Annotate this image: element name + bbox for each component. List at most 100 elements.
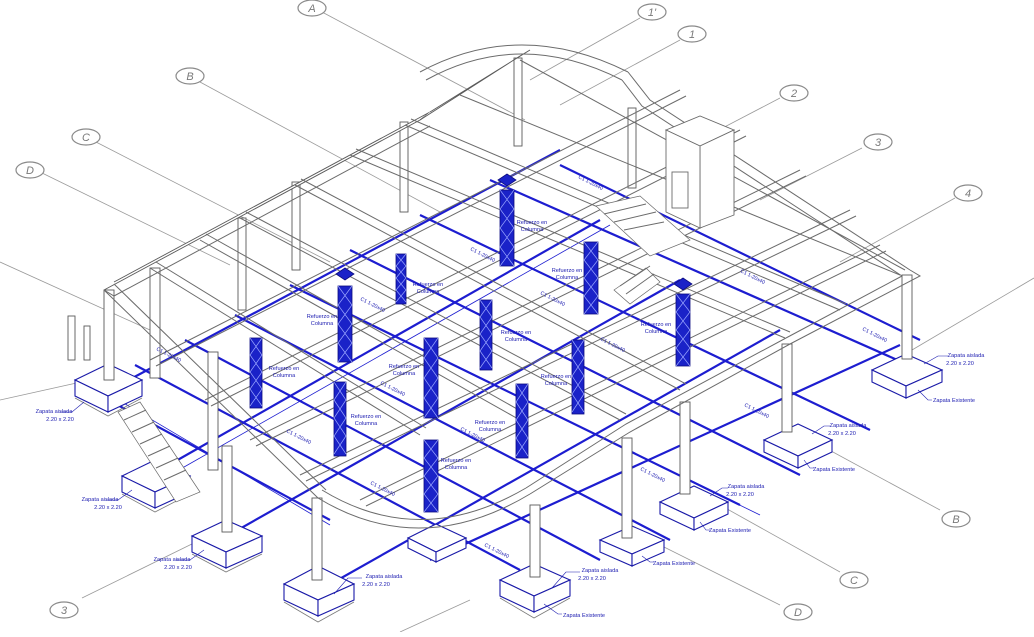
callout-reinf-1-line2: Columna	[521, 227, 544, 233]
callout-existing-4: Zapata Existente	[641, 555, 695, 567]
callout-footing-1: Zapata aislada 2.20 x 2.20	[36, 401, 85, 423]
callout-reinf-1-line1: Refuerzo en	[517, 220, 547, 226]
grid-bubble-1: 1	[677, 25, 707, 43]
callout-reinf-1: Refuerzo en Columna	[517, 220, 547, 233]
reinforcement-11	[395, 253, 407, 305]
callout-footing-2-line2: 2.20 x 2.20	[94, 505, 122, 511]
callout-existing-5: Zapata Existente	[543, 603, 605, 619]
grid-label-2: 2	[790, 88, 797, 100]
beam-tag-4: C1 1-20x40	[743, 402, 770, 420]
grid-label-1: 1	[689, 29, 695, 41]
column-reinforcements	[249, 173, 693, 513]
reinforcement-12	[423, 439, 439, 513]
callout-reinf-2: Refuerzo en Columna	[552, 268, 582, 281]
reinforcement-2	[423, 337, 439, 419]
callout-footing-1-line2: 2.20 x 2.20	[46, 417, 74, 423]
callout-reinf-7-line2: Columna	[393, 371, 416, 377]
footing-6	[598, 525, 666, 567]
grid-bubble-2: 2	[779, 84, 809, 102]
reinforcement-5	[673, 277, 693, 367]
grid-label-bottom-3: 3	[61, 605, 68, 617]
callout-existing-2-text: Zapata Existente	[813, 467, 855, 473]
callout-footing-7: Zapata aislada 2.20 x 2.20	[811, 423, 867, 437]
callout-reinf-7: Refuerzo en Columna	[389, 364, 419, 377]
grid-label-4: 4	[965, 188, 971, 200]
callout-reinf-8-line1: Refuerzo en	[269, 366, 299, 372]
callout-footing-8-line2: 2.20 x 2.20	[946, 361, 974, 367]
callout-reinf-11-line1: Refuerzo en	[475, 420, 505, 426]
callout-footing-3-line2: 2.20 x 2.20	[164, 565, 192, 571]
callout-footing-5-line1: Zapata aislada	[582, 568, 620, 574]
grid-label-a: A	[307, 3, 315, 15]
grid-bubble-bottom-3: 3	[49, 601, 79, 619]
footing-9	[870, 353, 944, 399]
beam-tag-14: C1 1-20x40	[359, 296, 386, 314]
callout-footing-3-line1: Zapata aislada	[154, 557, 192, 563]
callout-reinf-6: Refuerzo en Columna	[641, 322, 671, 335]
reinforcement-7	[333, 381, 347, 457]
callout-footing-4: Zapata aislada 2.20 x 2.20	[333, 574, 404, 595]
callout-existing-3-text: Zapata Existente	[709, 528, 751, 534]
callout-reinf-10-line1: Refuerzo en	[351, 414, 381, 420]
callout-footing-4-line1: Zapata aislada	[366, 574, 404, 580]
reinforcement-8	[479, 299, 493, 371]
callout-reinf-6-line2: Columna	[645, 329, 668, 335]
callout-reinf-12-line1: Refuerzo en	[441, 458, 471, 464]
callout-footing-2: Zapata aislada 2.20 x 2.20	[82, 489, 133, 511]
grid-bubble-right-d: D	[783, 603, 813, 621]
grid-label-d: D	[26, 165, 34, 177]
grid-bubble-3: 3	[863, 133, 893, 151]
reinforcement-9	[515, 383, 529, 459]
callout-reinf-4: Refuerzo en Columna	[307, 314, 337, 327]
grid-lines	[0, 11, 1034, 633]
beam-tag-6: C1 1-20x40	[285, 428, 312, 446]
grid-label-right-b: B	[952, 514, 959, 526]
callout-footing-7-line2: 2.20 x 2.20	[828, 431, 856, 437]
callout-reinf-3-line1: Refuerzo en	[413, 282, 443, 288]
callout-reinf-8-line2: Columna	[273, 373, 296, 379]
grid-bubble-right-c: C	[839, 571, 869, 589]
footings	[73, 353, 944, 623]
callout-footing-6-line2: 2.20 x 2.20	[726, 492, 754, 498]
callout-existing-1: Zapata Existente	[917, 389, 975, 404]
callout-reinf-4-line2: Columna	[311, 321, 334, 327]
reinforcement-3	[497, 173, 517, 267]
beam-tag-5: C1 1-20x40	[639, 466, 666, 484]
callout-reinf-9-line2: Columna	[545, 381, 568, 387]
callout-footing-5-line2: 2.20 x 2.20	[578, 576, 606, 582]
footing-7	[658, 485, 730, 531]
callout-footing-6-line1: Zapata aislada	[728, 484, 766, 490]
grid-bubbles: A B C D 1' 1 2 3	[15, 0, 983, 621]
callout-footing-6: Zapata aislada 2.20 x 2.20	[709, 484, 766, 498]
grid-label-c: C	[82, 132, 90, 144]
reinforcement-1	[335, 267, 355, 363]
beam-tag-7: C1 1-20x40	[369, 480, 396, 498]
callout-reinf-9-line1: Refuerzo en	[541, 374, 571, 380]
callout-footing-8: Zapata aislada 2.20 x 2.20	[923, 353, 985, 367]
beam-tag-11: C1 1-20x40	[599, 336, 626, 354]
callout-reinf-10-line2: Columna	[355, 421, 378, 427]
footing-5	[498, 563, 572, 619]
callout-reinf-11-line2: Columna	[479, 427, 502, 433]
stairs	[117, 195, 691, 503]
grid-bubble-1prime: 1'	[637, 3, 667, 21]
callout-existing-1-text: Zapata Existente	[933, 398, 975, 404]
callout-reinf-12: Refuerzo en Columna	[441, 458, 471, 471]
callout-reinf-3: Refuerzo en Columna	[413, 282, 443, 295]
grid-bubble-4: 4	[953, 184, 983, 202]
callout-footing-5: Zapata aislada 2.20 x 2.20	[551, 568, 620, 589]
callout-footing-4-line2: 2.20 x 2.20	[362, 582, 390, 588]
reinforcement-6	[249, 337, 263, 409]
grid-bubble-right-b: B	[941, 510, 971, 528]
callout-reinf-7-line1: Refuerzo en	[389, 364, 419, 370]
callout-reinf-12-line2: Columna	[445, 465, 468, 471]
callout-existing-2: Zapata Existente	[803, 459, 855, 473]
grid-bubble-d: D	[15, 161, 45, 179]
callout-reinf-3-line2: Columna	[417, 289, 440, 295]
stair-room	[664, 115, 736, 229]
callout-reinf-10: Refuerzo en Columna	[351, 414, 381, 427]
callout-footing-2-line1: Zapata aislada	[82, 497, 120, 503]
callout-existing-3: Zapata Existente	[699, 521, 751, 534]
callout-reinf-6-line1: Refuerzo en	[641, 322, 671, 328]
